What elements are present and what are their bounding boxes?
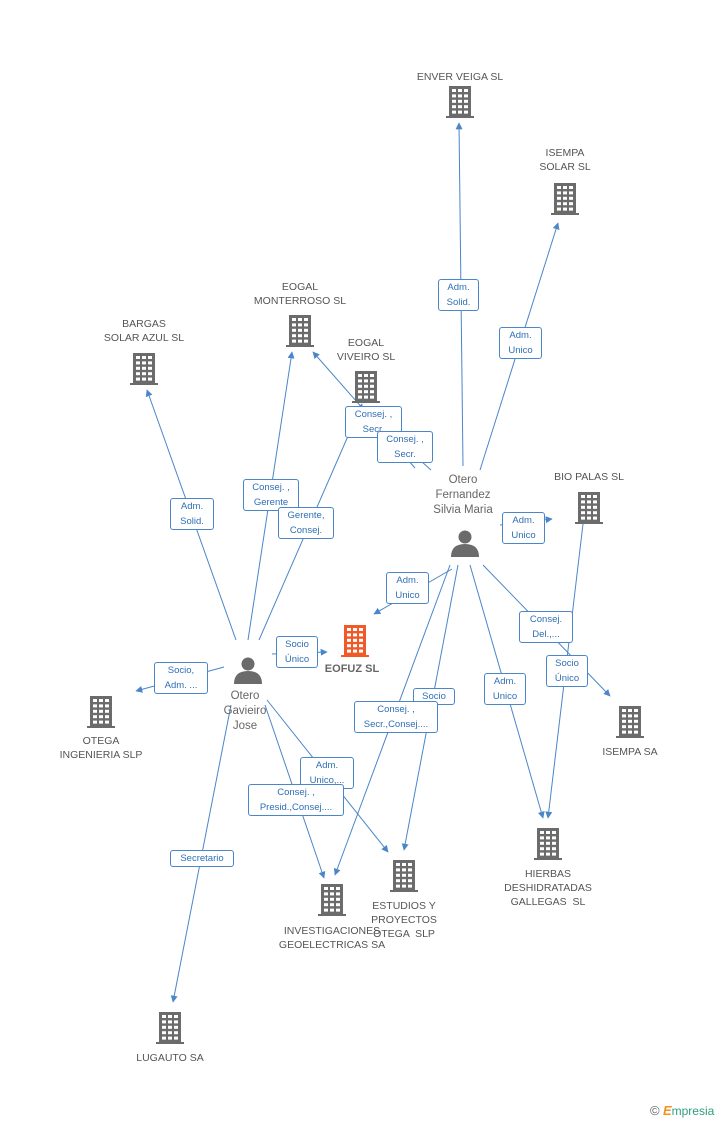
company-label[interactable]: INVESTIGACIONES GEOELECTRICAS SA [278,925,386,951]
company-label[interactable]: ISEMPA SOLAR SL [539,147,591,173]
building-icon [286,315,314,347]
person-icon [234,657,262,684]
relation-tag: Adm. Unico [502,512,545,544]
building-icon [616,706,644,738]
person-icon [451,530,479,557]
relation-tag: Adm. Solid. [170,498,214,530]
relation-tag: Secretario [170,850,234,867]
company-label[interactable]: BIO PALAS SL [554,471,624,483]
building-icon [390,860,418,892]
building-icon [534,828,562,860]
company-label[interactable]: OTEGA INGENIERIA SLP [59,735,143,761]
brand-initial: E [662,1103,672,1118]
relation-tag: Consej. , Presid.,Consej.... [248,784,344,816]
person-label[interactable]: Otero Gavieiro Jose [223,690,267,732]
relation-tag: Adm. Unico [484,673,526,705]
building-icon [551,183,579,215]
relation-tag: Consej. , Secr.,Consej.... [354,701,438,733]
company-label[interactable]: EOGAL VIVEIRO SL [336,337,396,363]
building-icon [575,492,603,524]
company-label[interactable]: ENVER VEIGA SL [416,71,504,83]
relation-tag: Adm. Solid. [438,279,479,311]
company-label[interactable]: HIERBAS DESHIDRATADAS GALLEGAS SL [504,868,592,908]
building-icon [156,1012,184,1044]
company-label[interactable]: EOGAL MONTERROSO SL [253,281,347,307]
relation-tag: Consej. , Gerente [243,479,299,511]
company-label[interactable]: ESTUDIOS Y PROYECTOS OTEGA SLP [371,900,437,940]
relation-tag: Socio, Adm. ... [154,662,208,694]
relation-tag: Consej. Del.,... [519,611,573,643]
company-label[interactable]: BARGAS SOLAR AZUL SL [103,318,185,344]
building-icon [318,884,346,916]
copyright-symbol: © [650,1103,660,1118]
relation-tag: Adm. Unico [499,327,542,359]
brand-name: mpresia [671,1104,715,1118]
building-icon [87,696,115,728]
company-label[interactable]: ISEMPA SA [602,746,658,758]
company-label[interactable]: EOFUZ SL [324,663,380,675]
building-icon [446,86,474,118]
relation-tag: Socio Único [276,636,318,668]
person-label[interactable]: Otero Fernandez Silvia Maria [433,474,493,516]
relation-tag: Gerente, Consej. [278,507,334,539]
icons-layer [87,86,644,1044]
footer-brand: © Empresia [650,1103,714,1118]
relation-tag: Adm. Unico [386,572,429,604]
relation-tag: Consej. , Secr. [377,431,433,463]
relation-tag: Socio Único [546,655,588,687]
company-label[interactable]: LUGAUTO SA [136,1052,204,1064]
building-icon [352,371,380,403]
building-icon [341,625,369,657]
building-icon [130,353,158,385]
